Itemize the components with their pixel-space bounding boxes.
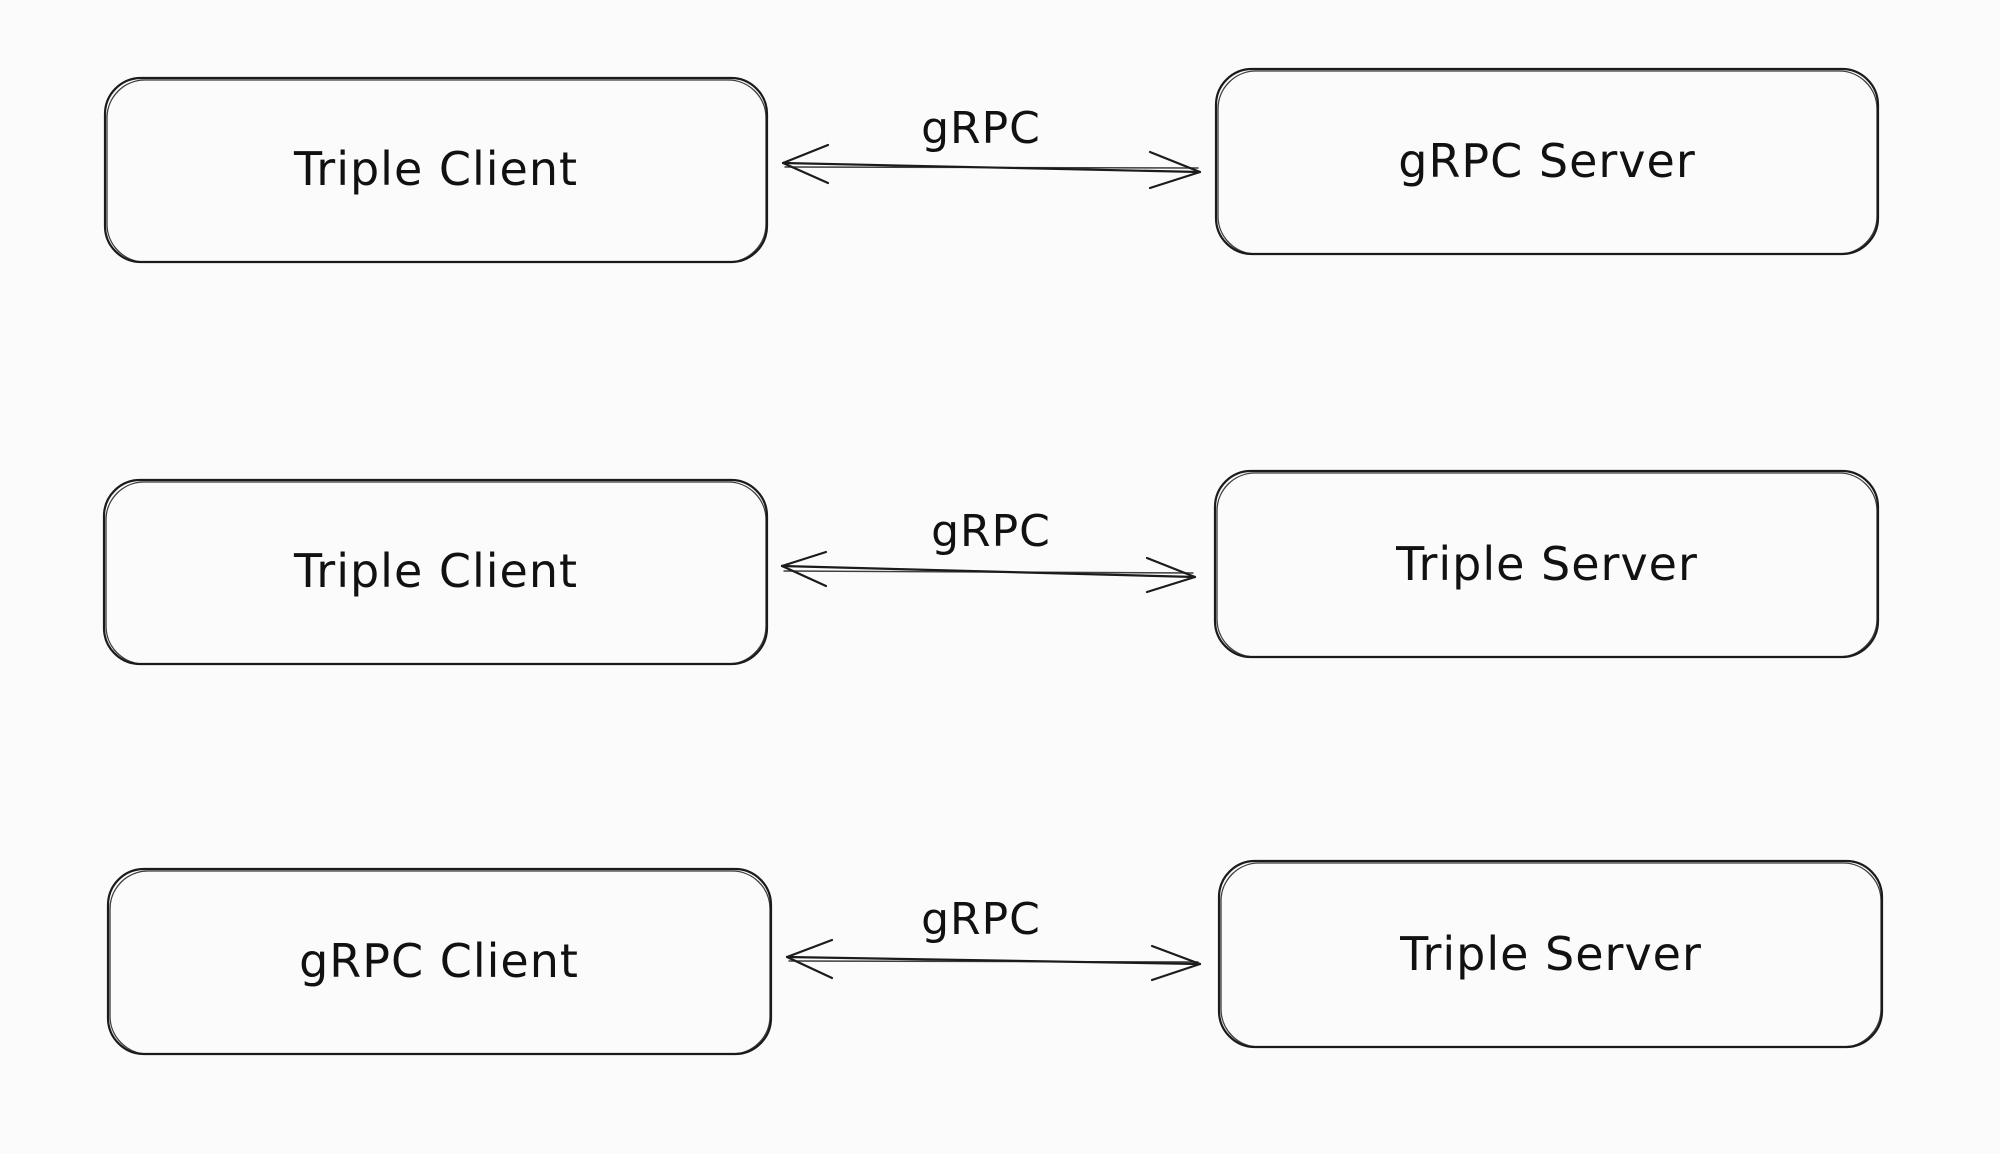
edge-2[interactable]: gRPC xyxy=(780,506,1197,594)
left-node-2-label: Triple Client xyxy=(293,544,578,598)
diagram-row-1: Triple Client gRPC gRPC Server xyxy=(103,67,1880,264)
right-node-2-label: Triple Server xyxy=(1395,537,1698,591)
right-node-3[interactable]: Triple Server xyxy=(1217,859,1884,1049)
right-node-1[interactable]: gRPC Server xyxy=(1214,67,1880,256)
diagram-row-2: Triple Client gRPC Triple Server xyxy=(102,469,1880,666)
right-node-3-label: Triple Server xyxy=(1399,927,1702,981)
edge-2-label: gRPC xyxy=(931,506,1051,557)
edge-1-label: gRPC xyxy=(921,103,1041,154)
left-node-3[interactable]: gRPC Client xyxy=(106,867,773,1056)
edge-3-label: gRPC xyxy=(921,894,1041,945)
right-node-2[interactable]: Triple Server xyxy=(1213,469,1880,659)
left-node-1[interactable]: Triple Client xyxy=(103,76,769,264)
diagram-row-3: gRPC Client gRPC Triple Server xyxy=(106,859,1884,1056)
edge-1[interactable]: gRPC xyxy=(781,103,1202,190)
edge-3[interactable]: gRPC xyxy=(785,894,1202,982)
left-node-2[interactable]: Triple Client xyxy=(102,478,769,666)
left-node-3-label: gRPC Client xyxy=(299,934,579,988)
right-node-1-label: gRPC Server xyxy=(1398,134,1696,188)
left-node-1-label: Triple Client xyxy=(293,142,578,196)
